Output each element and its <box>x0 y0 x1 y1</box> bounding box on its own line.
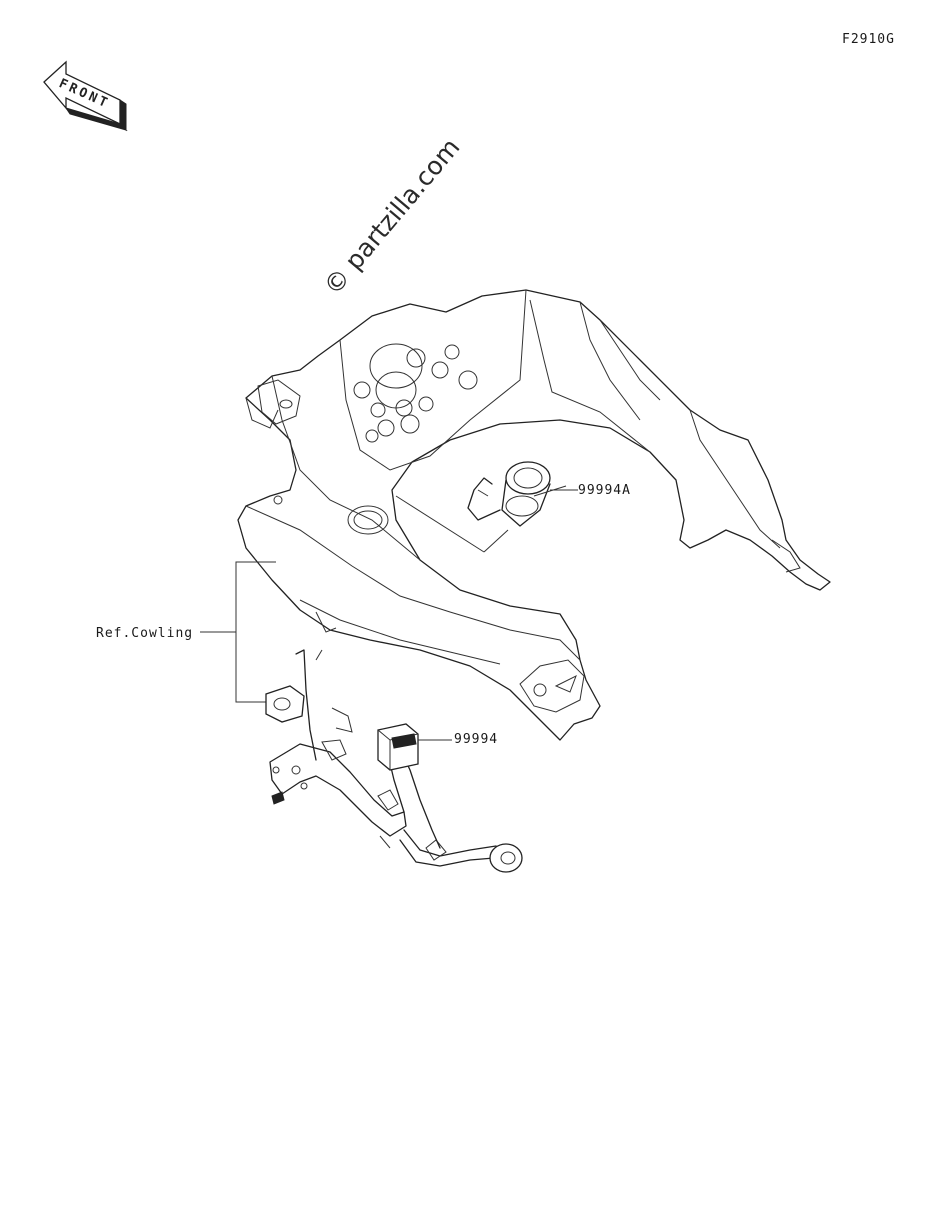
ref-cowling-label: Ref.Cowling <box>96 626 194 641</box>
ref-cowling-bracket <box>200 561 276 703</box>
power-socket-part <box>467 461 578 527</box>
callout-99994: 99994 <box>454 732 499 747</box>
front-arrow-icon <box>43 60 128 132</box>
frame-holes <box>347 343 478 535</box>
connector-part <box>377 723 419 771</box>
leader-99994a-a <box>395 495 485 553</box>
inner-cowling-frame <box>237 289 831 741</box>
callout-99994a: 99994A <box>578 483 631 498</box>
leader-99994a-b <box>483 529 509 553</box>
figure-id: F2910G <box>842 32 895 47</box>
